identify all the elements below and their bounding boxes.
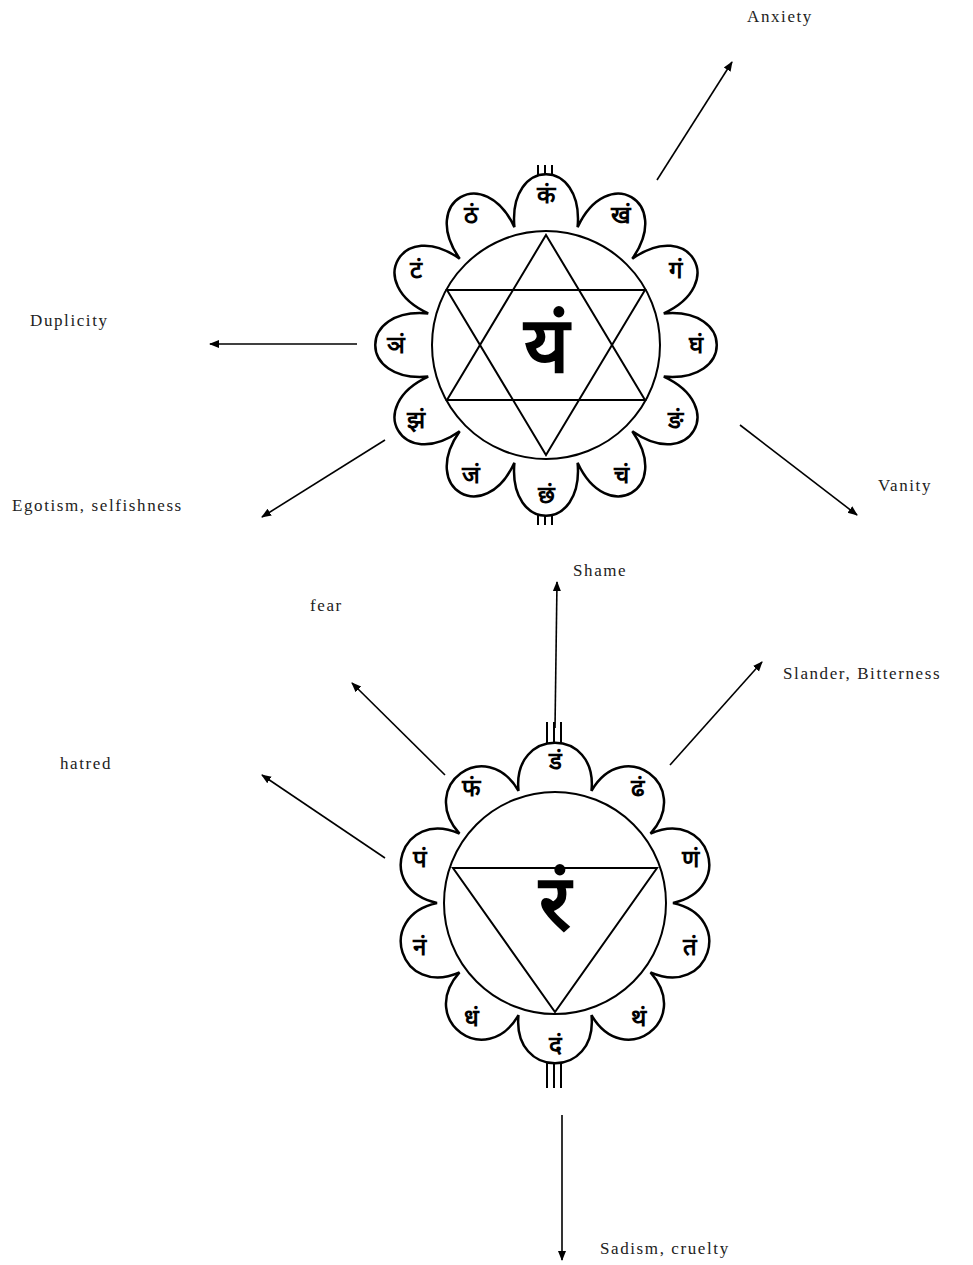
chakra-circle: रं [443, 791, 667, 1015]
petal-letter: जं [462, 463, 480, 487]
hexagram [447, 235, 645, 455]
bija-letter: यं [524, 306, 569, 384]
vice-label: hatred [60, 755, 112, 774]
bija-letter: रं [539, 864, 571, 942]
petal-letter: डं [549, 749, 562, 773]
petal-letter: कं [537, 183, 555, 207]
petal-letter: टं [410, 258, 422, 282]
petal-letter: नं [413, 935, 426, 959]
vice-label: Vanity [878, 477, 932, 496]
vice-label: Shame [573, 562, 627, 581]
petal-letter: घं [689, 333, 703, 357]
petal-letter: चं [614, 463, 629, 487]
petal-ring [401, 743, 709, 1064]
petal-letter: गं [669, 258, 683, 282]
petal-ring [375, 174, 717, 516]
petal-letter: ङं [668, 408, 683, 432]
petal-letter: ढं [631, 776, 645, 800]
petal-letter: खं [611, 203, 631, 227]
petal-letter: छं [538, 483, 555, 507]
vice-label: Slander, Bitterness [783, 665, 941, 684]
vice-label: Duplicity [30, 312, 109, 331]
vice-label: fear [310, 597, 343, 616]
vice-label: Anxiety [747, 8, 813, 27]
petal-letter: दं [549, 1033, 562, 1057]
petal-letter: फं [462, 776, 481, 800]
petal-letter: धं [464, 1006, 479, 1030]
chakra-circle: यं [431, 230, 661, 460]
vice-label: Egotism, selfishness [12, 497, 183, 516]
vice-label: Sadism, cruelty [600, 1240, 730, 1259]
leader-arrows [210, 62, 857, 1260]
petal-letter: थं [631, 1006, 646, 1030]
petal-letter: तं [683, 935, 697, 959]
petal-letter: णं [682, 847, 699, 871]
petal-letter: झं [407, 408, 425, 432]
petal-letter: पं [413, 847, 427, 871]
petal-letter: ठं [464, 203, 478, 227]
petal-letter: ञं [387, 333, 405, 357]
